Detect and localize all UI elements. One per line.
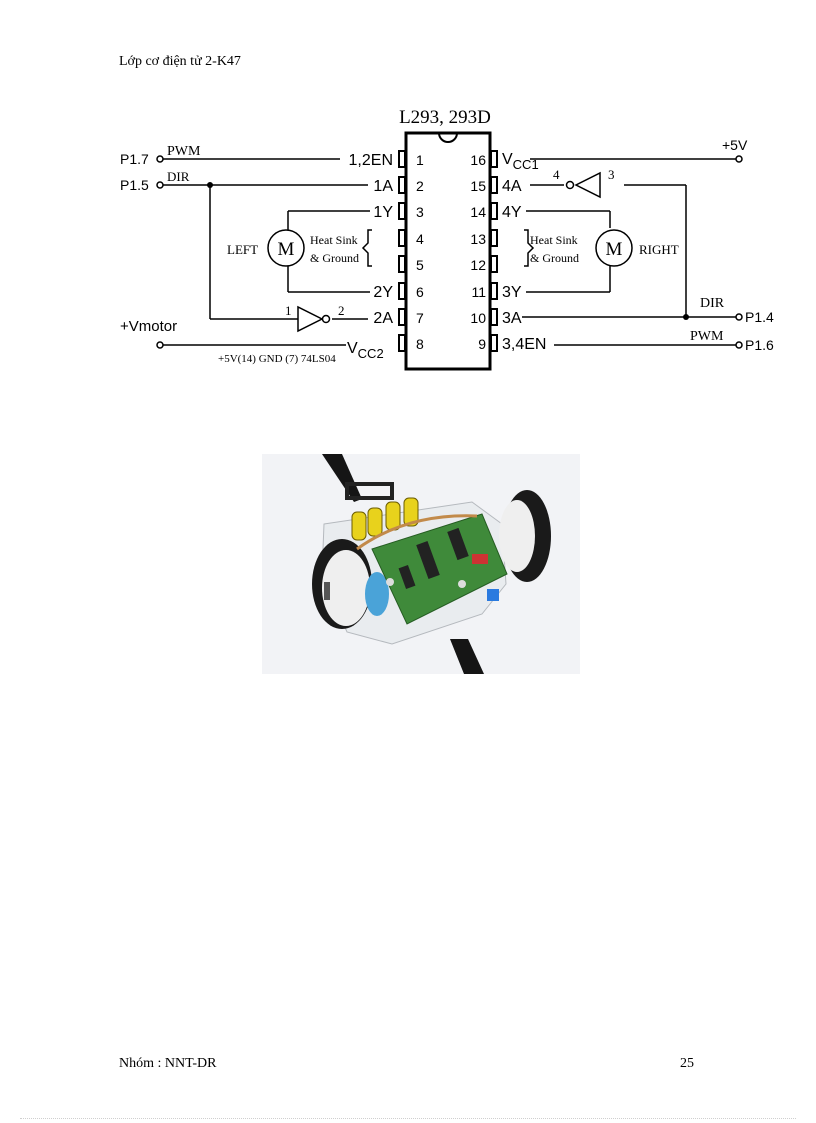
port-terminal	[156, 341, 164, 349]
left-motor-label: LEFT	[227, 242, 258, 257]
inverter-left	[297, 305, 331, 333]
pin-number: 6	[416, 284, 424, 300]
right-motor-icon	[595, 229, 633, 267]
junction-dot	[683, 314, 689, 320]
pin-number: 13	[470, 231, 486, 247]
supply-5v-label: +5V	[722, 137, 748, 153]
pin-number: 11	[471, 284, 486, 300]
pin-number: 16	[470, 152, 486, 168]
chip-title: L293, 293D	[399, 107, 491, 128]
left-pin-pads	[398, 150, 406, 352]
pin-label-1a: 1A	[373, 178, 393, 195]
pin-number: 14	[470, 204, 486, 220]
page-header: Lớp cơ điện tử 2-K47	[119, 54, 241, 69]
pin-number: 10	[470, 310, 486, 326]
right-heatsink-line1: Heat Sink	[530, 233, 578, 247]
pin-label-4y: 4Y	[502, 204, 522, 221]
left-heatsink-line2: & Ground	[310, 251, 359, 265]
right-pin-pads	[490, 150, 498, 352]
signal-dir-left: DIR	[167, 169, 190, 184]
pin-number: 7	[416, 310, 424, 326]
inverter-right-output-num: 4	[553, 167, 560, 182]
inverter-left-input-num: 1	[285, 303, 292, 318]
pin-number: 12	[470, 257, 486, 273]
port-terminal	[156, 155, 164, 163]
pin-label-1y: 1Y	[373, 204, 393, 221]
inverter-right-input-num: 3	[608, 167, 615, 182]
left-wiring	[162, 158, 372, 346]
pin-label-3y: 3Y	[502, 284, 522, 301]
inverter-right	[565, 171, 601, 199]
pin-label-3a: 3A	[502, 310, 522, 327]
port-terminal	[735, 155, 743, 163]
pin-number: 3	[416, 204, 424, 220]
right-motor-symbol: M	[606, 239, 623, 260]
pin-number: 2	[416, 178, 424, 194]
pin-number: 1	[416, 152, 424, 168]
inverter-left-output-num: 2	[338, 303, 345, 318]
left-motor-symbol: M	[278, 239, 295, 260]
pin-label-vcc1: VCC1	[502, 151, 539, 172]
left-motor-icon	[267, 229, 305, 267]
pin-label-4a: 4A	[502, 178, 522, 195]
pin-number: 5	[416, 257, 424, 273]
port-label-p16: P1.6	[745, 337, 774, 353]
right-heatsink-line2: & Ground	[530, 251, 579, 265]
page-number: 25	[680, 1056, 694, 1071]
pin-label-2a: 2A	[373, 310, 393, 327]
right-wiring	[522, 158, 736, 346]
pin-label-vcc2: VCC2	[347, 340, 384, 361]
robot-photo	[262, 454, 580, 674]
l293d-circuit-diagram: L293, 293D 1 2 3 4 5 6 7 8 16 15 14	[120, 107, 774, 371]
left-heatsink-line1: Heat Sink	[310, 233, 358, 247]
pin-label-2y: 2Y	[373, 284, 393, 301]
ic-note: +5V(14) GND (7) 74LS04	[218, 353, 336, 365]
pin-label-3-4en: 3,4EN	[502, 336, 546, 353]
port-label-p14: P1.4	[745, 309, 774, 325]
port-label-p15: P1.5	[120, 177, 149, 193]
pin-number: 15	[470, 178, 486, 194]
pin-label-1-2en: 1,2EN	[349, 152, 393, 169]
port-label-p17: P1.7	[120, 151, 149, 167]
signal-pwm-left: PWM	[167, 144, 201, 159]
port-terminal	[735, 341, 743, 349]
chip-body	[404, 131, 492, 371]
junction-dot	[207, 182, 213, 188]
page-bottom-rule	[20, 1118, 796, 1119]
pin-number: 9	[478, 336, 486, 352]
chip-notch	[438, 132, 458, 143]
pin-number: 8	[416, 336, 424, 352]
right-motor-label: RIGHT	[639, 242, 679, 257]
signal-dir-right: DIR	[700, 296, 725, 311]
signal-pwm-right: PWM	[690, 329, 724, 344]
port-terminal	[156, 181, 164, 189]
pin-number: 4	[416, 231, 424, 247]
port-terminal	[735, 313, 743, 321]
vmotor-label: +Vmotor	[120, 318, 177, 335]
footer-group: Nhóm : NNT-DR	[119, 1056, 217, 1071]
